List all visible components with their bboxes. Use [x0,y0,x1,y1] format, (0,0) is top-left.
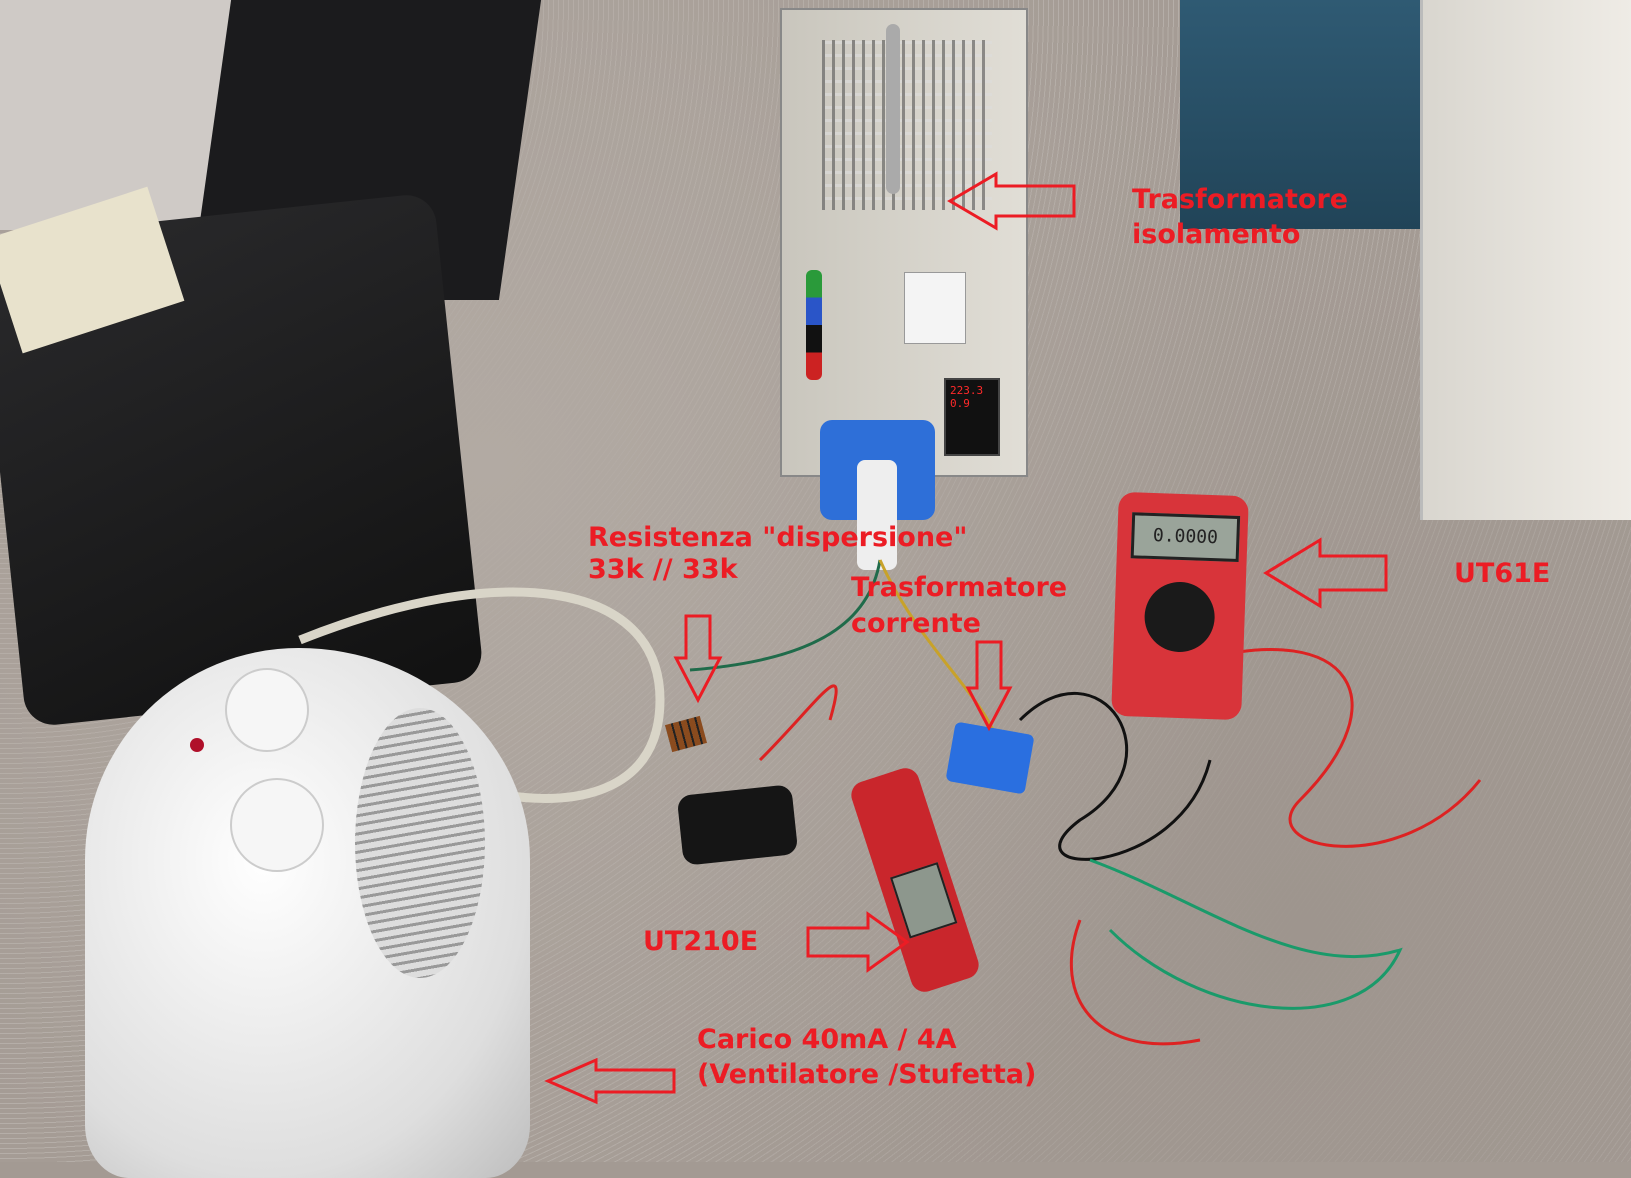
ut61e-multimeter: 0.0000 [1111,491,1249,721]
label-line: isolamento [1132,219,1301,251]
label-line: (Ventilatore /Stufetta) [697,1059,1037,1091]
arrow-left-icon [1263,537,1388,609]
label-line: Carico 40mA / 4A [697,1024,957,1055]
banana-jacks [806,270,822,380]
handle [886,24,900,194]
multimeter-screen: 0.0000 [1130,512,1241,563]
label-leakage-resistor: Resistenza "dispersione" 33k // 33k [588,522,967,587]
black-extension-socket [676,784,799,866]
arrow-down-icon [673,614,723,704]
white-plug [857,460,897,570]
circuit-breaker [904,272,966,344]
label-line: Trasformatore [1132,184,1349,215]
arrow-down-icon [965,640,1013,732]
heater-knob-bottom [230,778,324,872]
fan-heater [85,648,530,1178]
label-load: Carico 40mA / 4A (Ventilatore /Stufetta) [697,1022,1036,1092]
vent-grille [822,40,992,210]
label-current-transformer: Trasformatore corrente [851,570,1067,643]
label-line: 33k // 33k [588,554,738,586]
isolation-transformer-box: 223.3 0.9 [780,8,1028,477]
heater-grille [355,708,485,978]
heater-knob-top [225,668,309,752]
heater-indicator-light [190,738,204,752]
rotary-selector [1143,580,1216,654]
label-line: Trasformatore [851,572,1068,603]
arrow-left-icon [544,1057,676,1105]
arrow-left-icon [947,171,1076,231]
voltage-readout: 223.3 [950,384,984,397]
label-line: corrente [851,608,981,640]
current-readout: 0.9 [950,397,970,410]
panel-display: 223.3 0.9 [944,378,1000,456]
label-line: Resistenza "dispersione" [588,522,968,553]
label-ut61e: UT61E [1454,558,1551,589]
white-drawer-cabinet [1420,0,1631,520]
label-ut210e: UT210E [643,926,759,957]
label-isolation-transformer: Trasformatore isolamento [1132,182,1348,252]
arrow-right-icon [806,911,910,973]
